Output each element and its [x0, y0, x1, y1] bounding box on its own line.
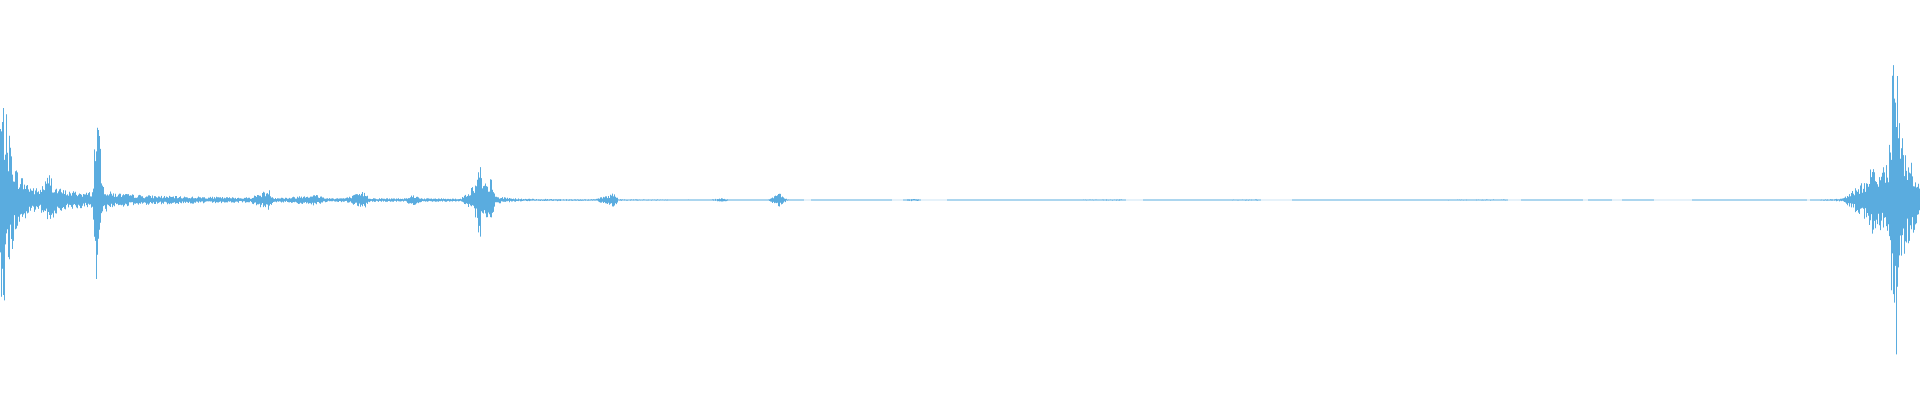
waveform-samples: [0, 65, 1920, 355]
